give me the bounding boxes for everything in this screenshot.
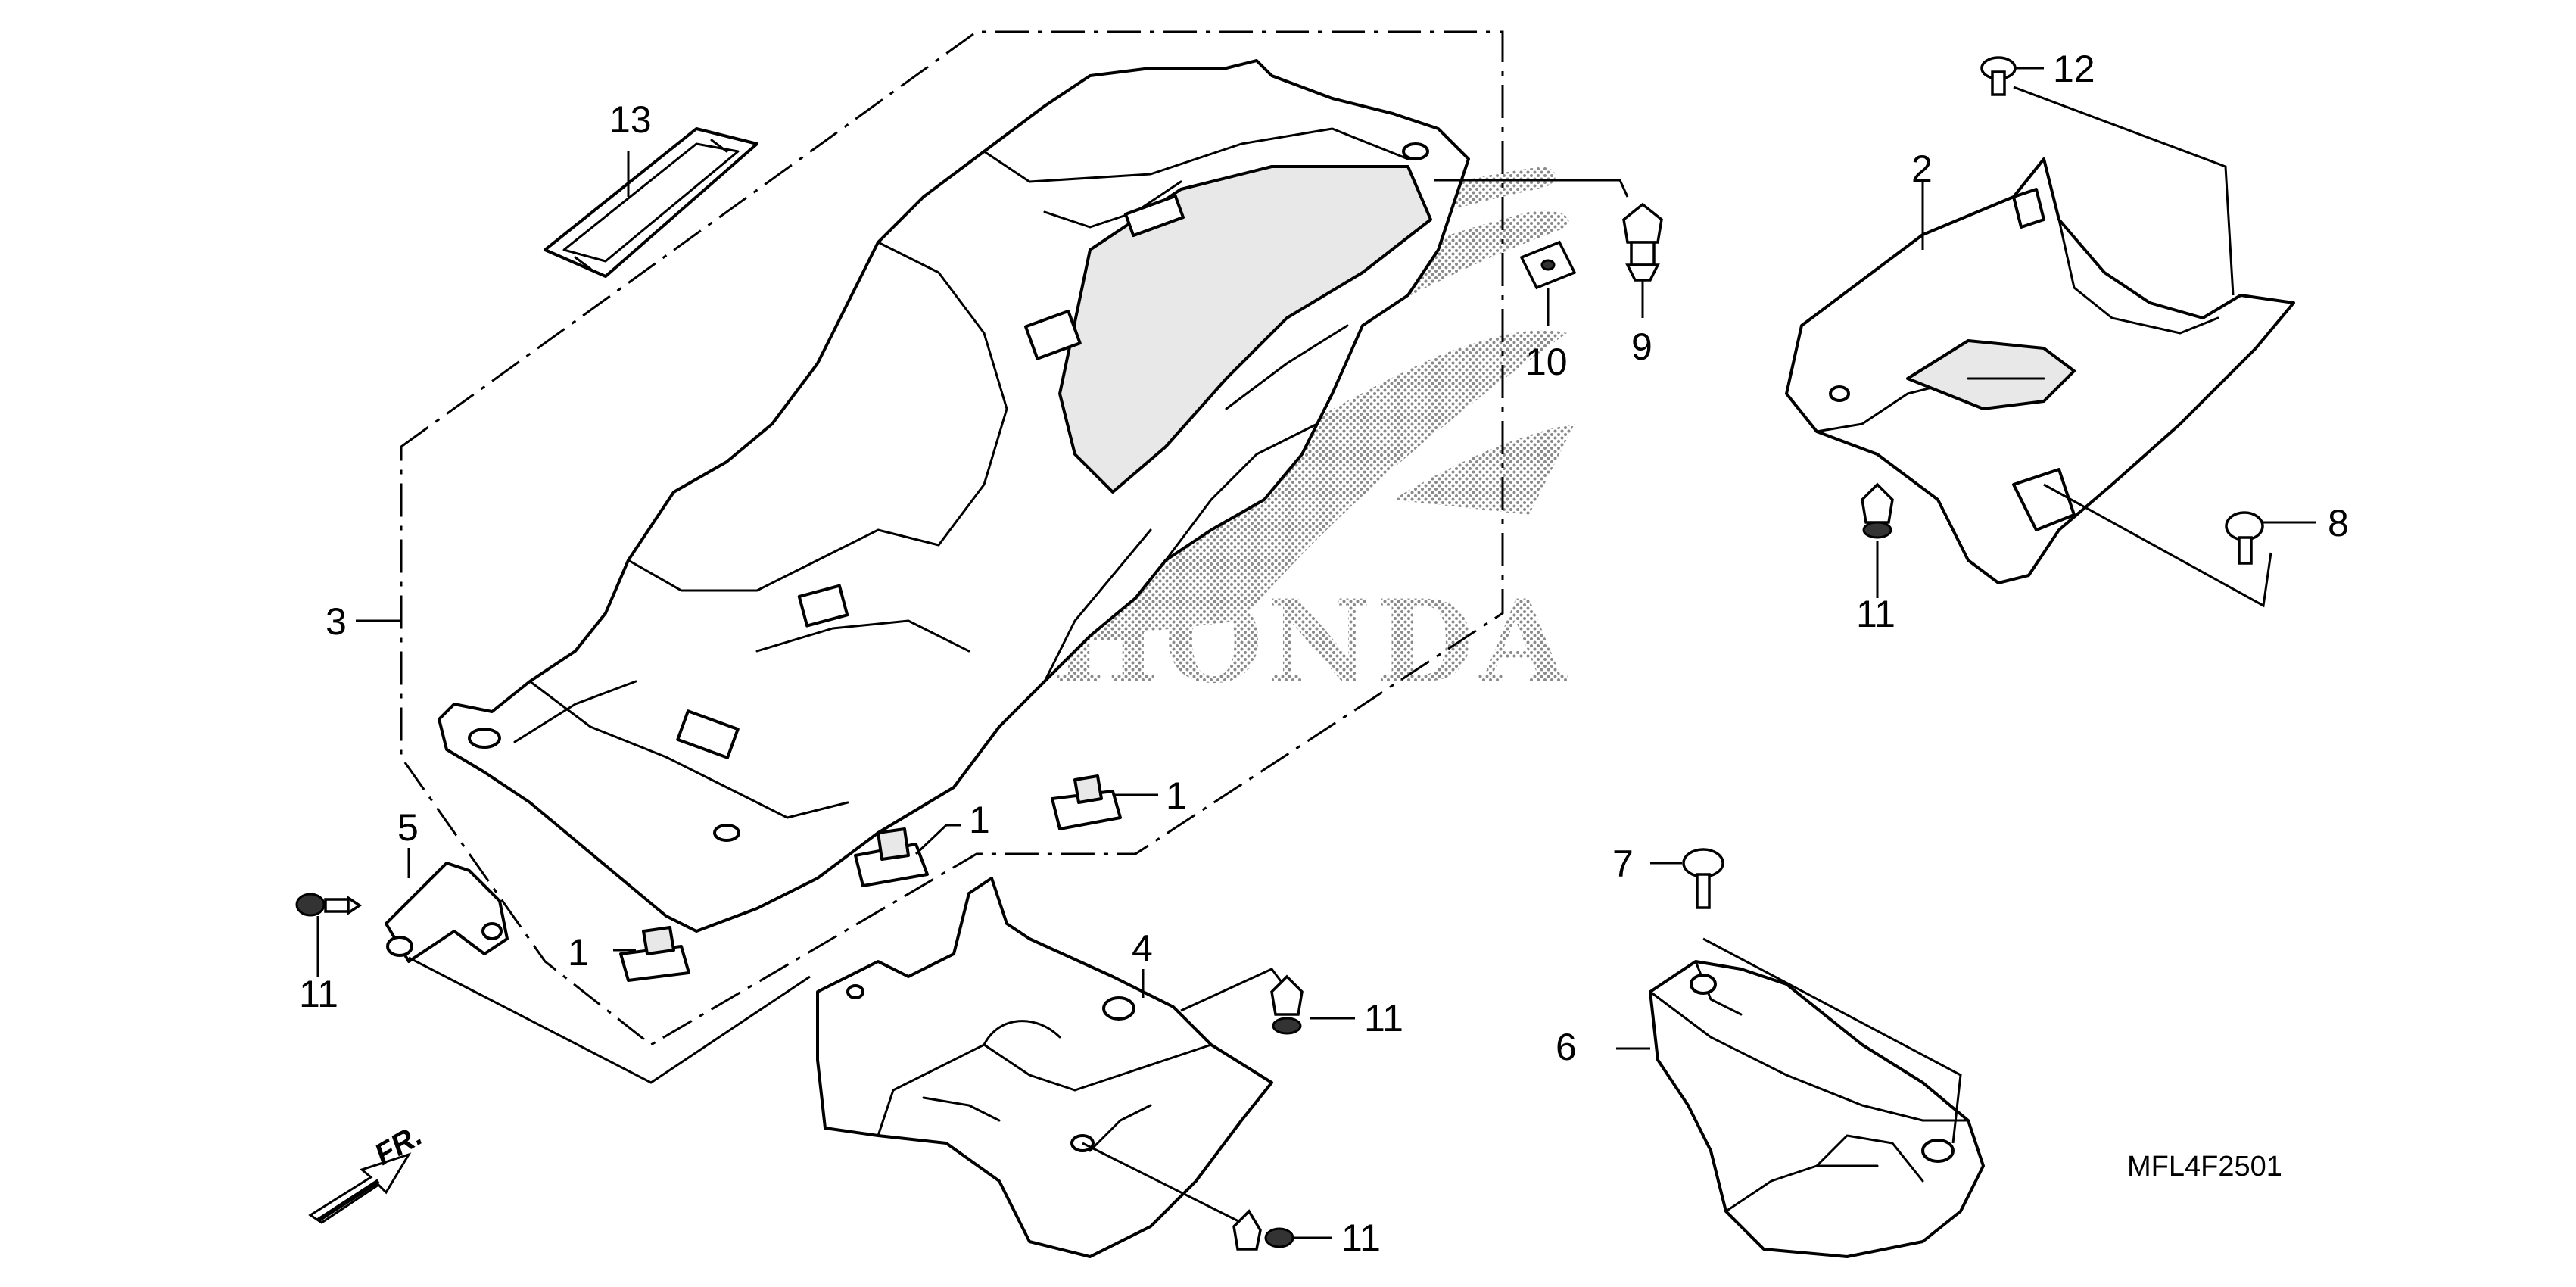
callout-11: 11 (1364, 997, 1403, 1039)
clip-part-11-b (295, 893, 363, 917)
strap-part-13 (544, 127, 758, 278)
screw-part-12 (1980, 56, 2017, 96)
callout-1: 1 (969, 799, 990, 841)
callout-10: 10 (1525, 341, 1568, 383)
callout-11: 11 (1856, 593, 1895, 635)
callout-11: 11 (1341, 1217, 1381, 1259)
pin-part-9 (1622, 202, 1663, 282)
assembly-boundary-line (400, 30, 1504, 1046)
clip-part-11-c (1270, 974, 1304, 1035)
leader-2-to-8 (2043, 483, 2272, 608)
clip-part-11-d (1232, 1209, 1294, 1251)
clip-nut-part-1-b (854, 827, 929, 887)
bracket-part-5 (385, 862, 509, 963)
leader-5-to-4 (408, 956, 811, 1084)
leader-1b (914, 824, 961, 855)
front-direction-arrow (308, 1152, 412, 1224)
callout-5: 5 (397, 806, 419, 849)
callout-2: 2 (1911, 148, 1933, 190)
leader-9-to-fender (1434, 179, 1629, 198)
rear-cover-part-2 (1785, 157, 2295, 584)
callout-9: 9 (1631, 326, 1652, 368)
lower-panel-part-6 (1649, 960, 1985, 1258)
callout-8: 8 (2328, 502, 2349, 544)
callout-13: 13 (609, 98, 652, 141)
clip-nut-part-1-a (1051, 774, 1122, 830)
catalog-code: MFL4F2501 (2127, 1151, 2282, 1183)
clip-part-11-a (1861, 482, 1894, 539)
screw-part-8 (2225, 511, 2264, 565)
leader-4-to-11-lower (1082, 1142, 1250, 1228)
screw-part-7 (1682, 848, 1724, 909)
clip-part-10 (1519, 240, 1577, 290)
callout-1: 1 (568, 931, 589, 974)
clip-nut-part-1-c (619, 926, 690, 982)
callout-3: 3 (326, 600, 347, 643)
leader-7-to-6 (1702, 937, 1962, 1144)
lower-cover-part-4 (816, 877, 1273, 1258)
callout-6: 6 (1556, 1026, 1577, 1068)
honda-watermark-text: HONDA (1052, 575, 1571, 709)
callout-7: 7 (1612, 843, 1634, 885)
callout-12: 12 (2053, 48, 2095, 90)
leader-12-to-2 (2013, 86, 2235, 296)
callout-4: 4 (1132, 927, 1153, 970)
callout-11: 11 (299, 973, 338, 1015)
callout-1: 1 (1166, 774, 1187, 817)
rear-fender-part-3 (438, 59, 1470, 933)
